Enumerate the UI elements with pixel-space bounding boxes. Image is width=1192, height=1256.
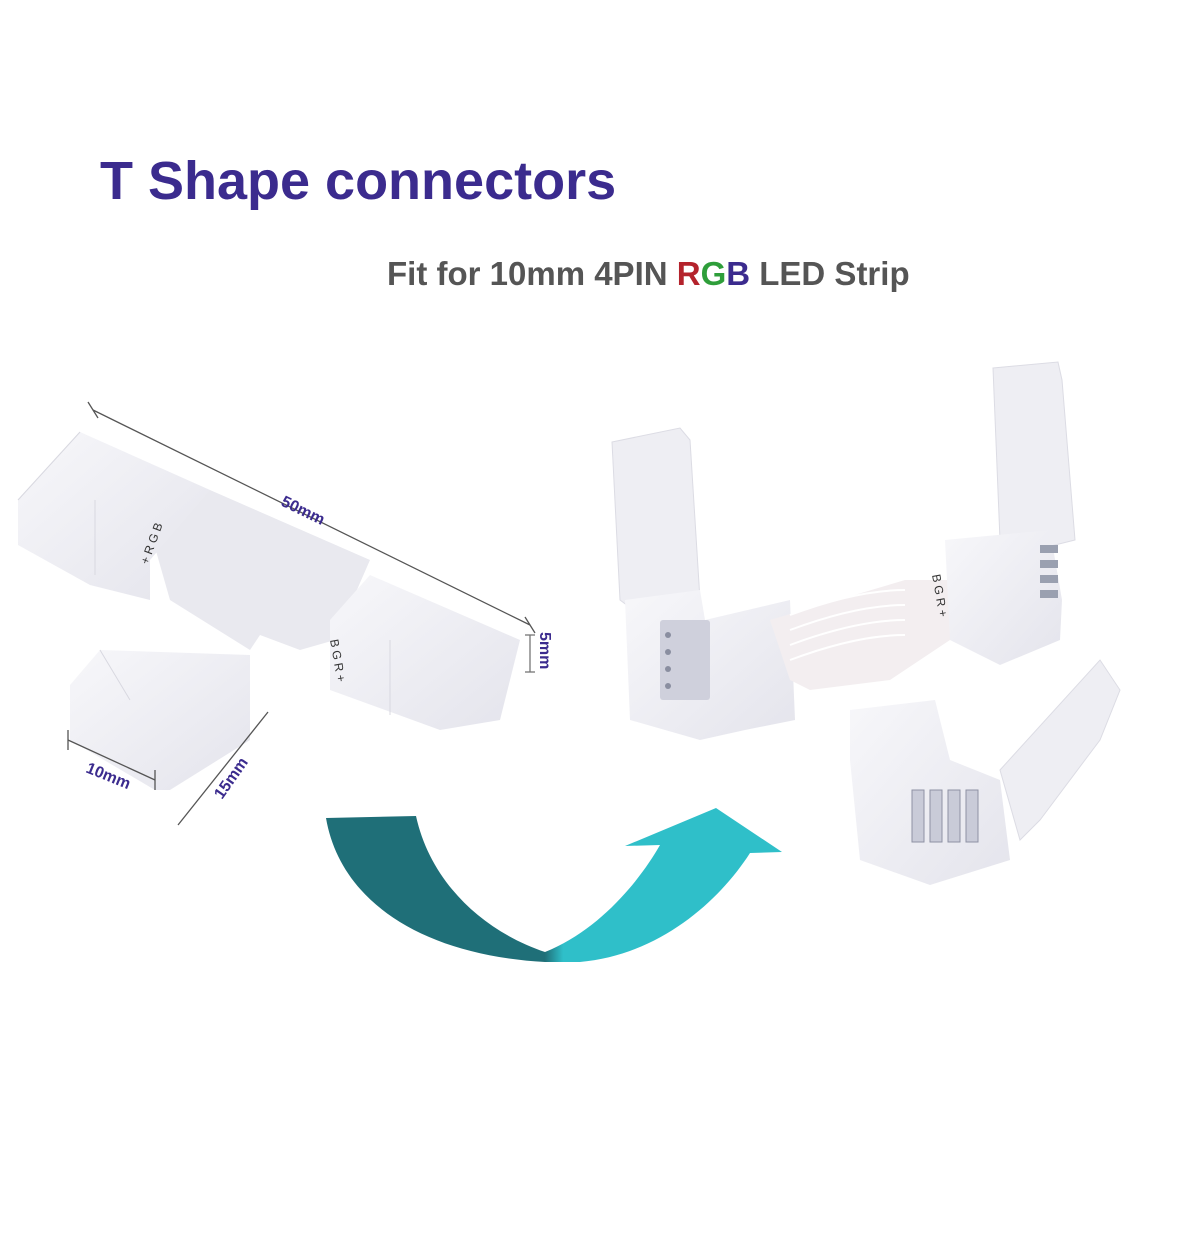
subtitle-r: R: [676, 255, 701, 292]
dimension-line-50mm: [92, 409, 531, 626]
subtitle-g: G: [700, 255, 727, 292]
dimension-5mm: 5mm: [536, 632, 553, 669]
subtitle: Fit for 10mm 4PIN RGB LED Strip: [387, 255, 910, 293]
page-title: T Shape connectors: [100, 151, 617, 211]
subtitle-suffix: LED Strip: [750, 255, 910, 292]
t-connector-photo: B G R +: [611, 361, 1121, 885]
subtitle-b: B: [726, 255, 751, 292]
dimension-15mm: 15mm: [211, 755, 251, 803]
t-connector-diagram: + R G B B G R + 50mm 5mm 10mm 15mm: [17, 401, 553, 826]
subtitle-prefix: Fit for 10mm 4PIN: [387, 255, 677, 292]
curved-arrow-icon: [326, 808, 782, 962]
